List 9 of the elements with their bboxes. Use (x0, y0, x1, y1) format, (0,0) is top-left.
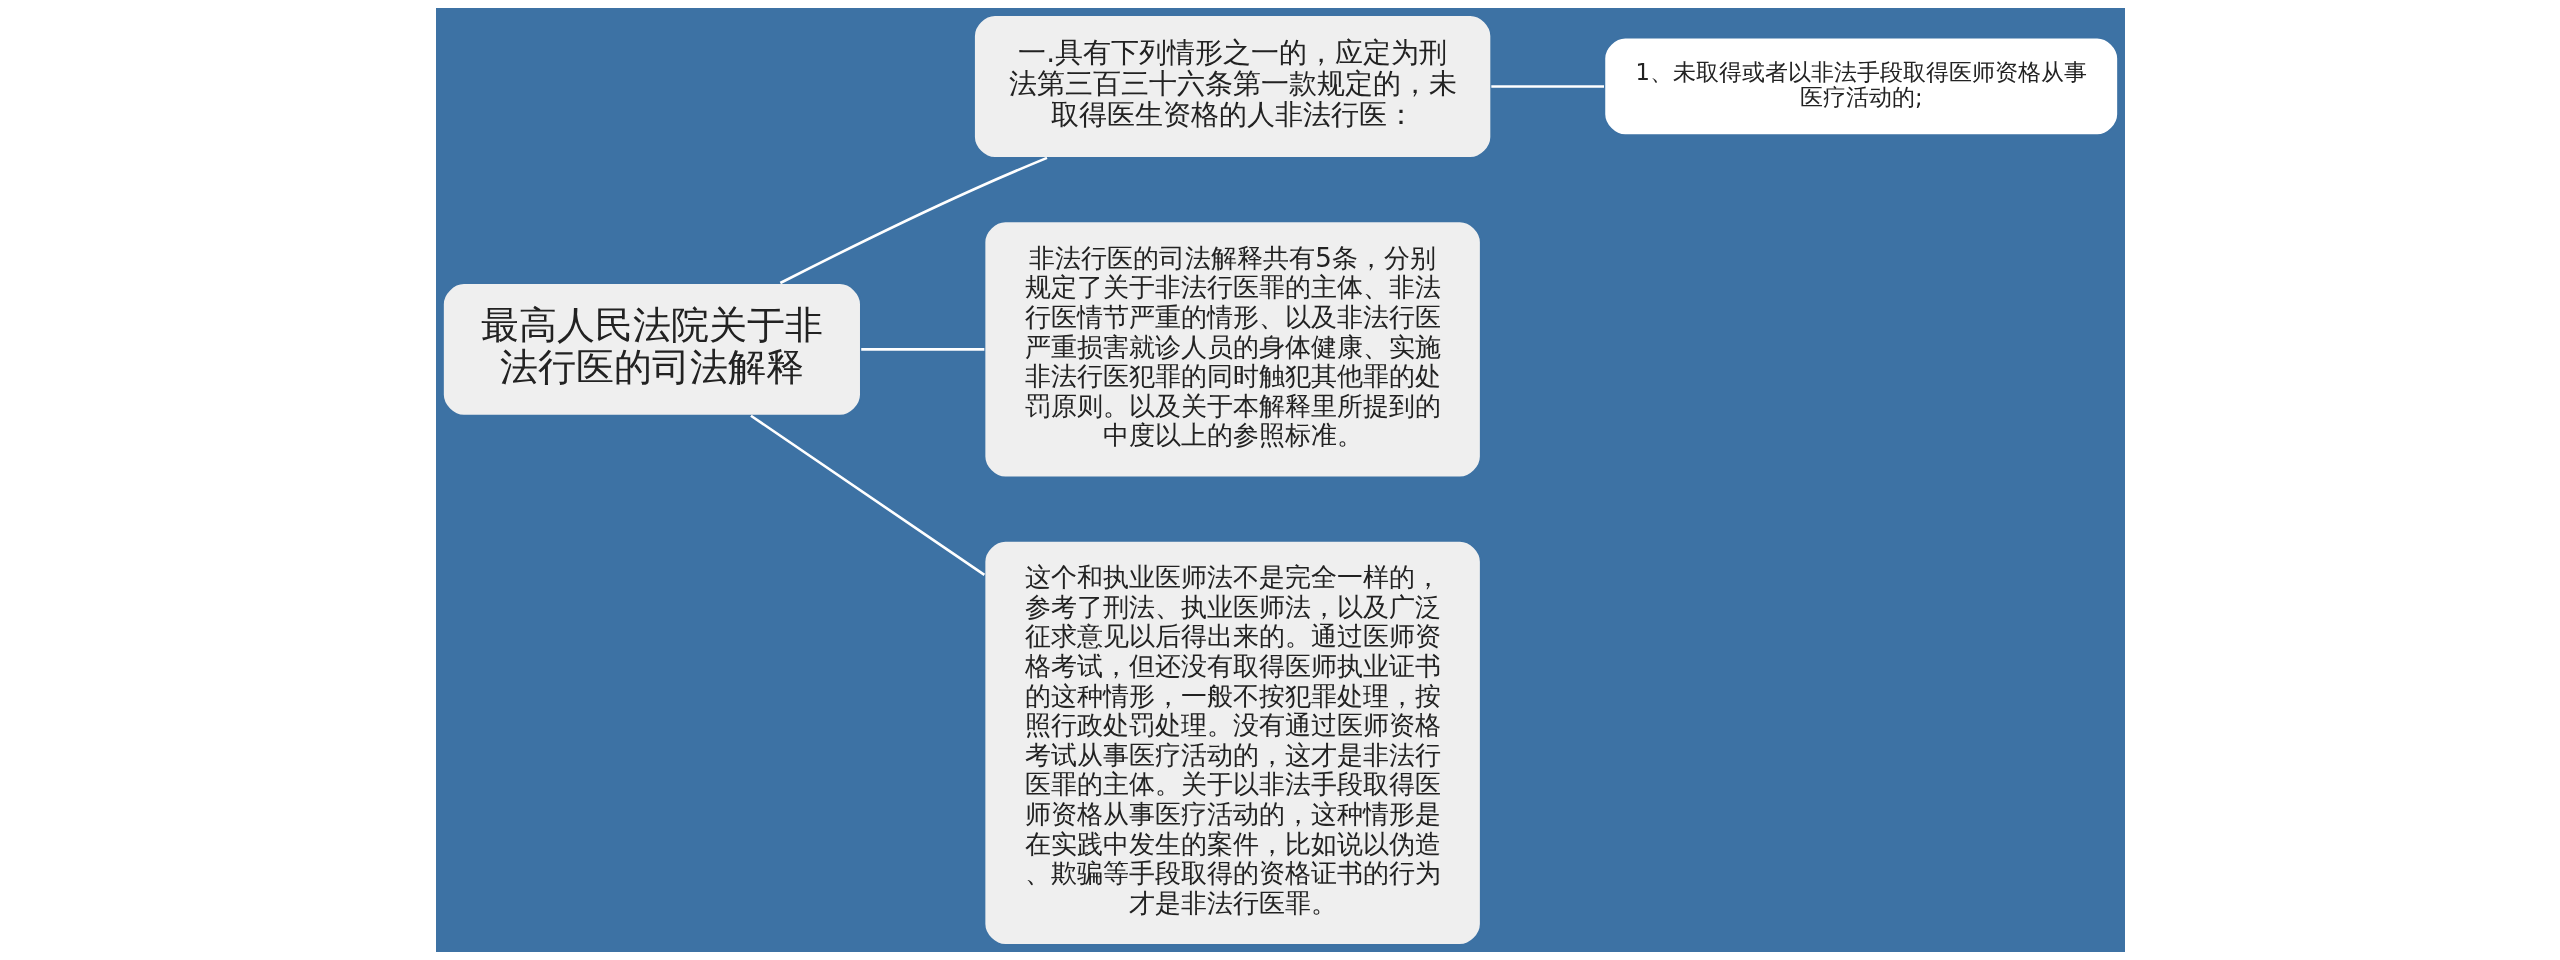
connector (749, 414, 985, 576)
node-box: 最高人民法院关于非法行医的司法解释 (441, 282, 862, 417)
node-box: 1、未取得或者以非法手段取得医师资格从事医疗活动的; (1603, 36, 2119, 137)
node-box: 非法行医的司法解释共有5条，分别规定了关于非法行医罪的主体、非法行医情节严重的情形、以及非法行医严重损害就诊人员的身体健康、实施非法行医犯罪的同时触犯其他罪的处罚原则。以及关于本解释里所提到的中度以上的参照标准。 (983, 220, 1482, 479)
node-box: 一.具有下列情形之一的，应定为刑法第三百三十六条第一款规定的，未取得医生资格的人非法行医： (972, 14, 1492, 159)
connector (779, 156, 1047, 285)
connector (1490, 85, 1604, 88)
node-box: 这个和执业医师法不是完全一样的，参考了刑法、执业医师法，以及广泛征求意见以后得出来的。通过医师资格考试，但还没有取得医师执业证书的这种情形，一般不按犯罪处理，按照行政处罚处理。没有通过医师资格考试从事医疗活动的，这才是非法行医罪的主体。关于以非法手段取得医师资格从事医疗活动的，这种情形是在实践中发生的案件，比如说以伪造、欺骗等手段取得的资格证书的行为才是非法行医罪。 (983, 540, 1482, 946)
connector (860, 348, 984, 351)
